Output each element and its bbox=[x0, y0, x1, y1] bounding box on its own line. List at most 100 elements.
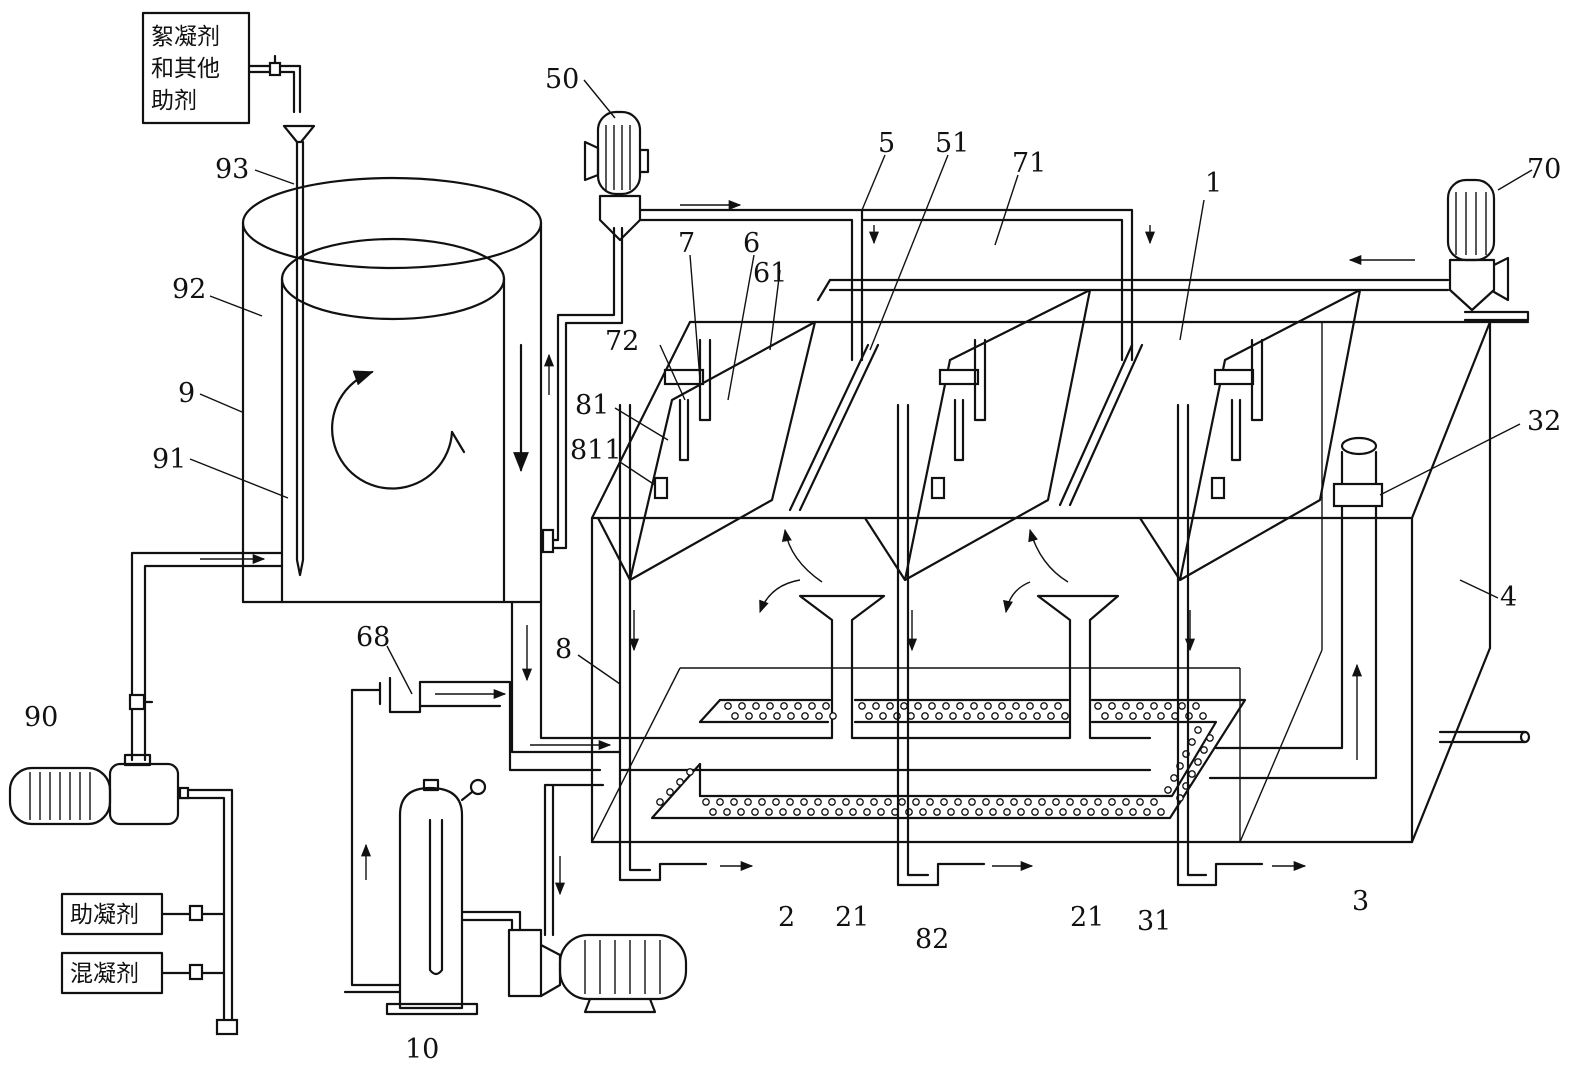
scum-unit-3 bbox=[1138, 288, 1362, 887]
media-dot bbox=[872, 702, 880, 710]
label-5: 5 bbox=[878, 128, 895, 159]
media-dot bbox=[956, 702, 964, 710]
media-dot bbox=[858, 702, 866, 710]
media-dot bbox=[773, 712, 781, 720]
media-dot bbox=[1143, 808, 1151, 816]
media-dot bbox=[676, 778, 684, 786]
media-dot bbox=[794, 702, 802, 710]
media-dot bbox=[1129, 808, 1137, 816]
media-dot bbox=[793, 808, 801, 816]
media-dot bbox=[1038, 798, 1046, 806]
media-dot bbox=[724, 702, 732, 710]
media-dot bbox=[1150, 798, 1158, 806]
media-dot bbox=[1188, 738, 1196, 746]
media-dot bbox=[1206, 734, 1214, 742]
media-dot bbox=[787, 712, 795, 720]
media-dot bbox=[963, 712, 971, 720]
media-dot bbox=[1026, 702, 1034, 710]
label-31: 31 bbox=[1137, 906, 1171, 937]
media-dot bbox=[829, 712, 837, 720]
media-dot bbox=[1045, 808, 1053, 816]
media-dot bbox=[856, 798, 864, 806]
media-dot bbox=[1108, 702, 1116, 710]
media-dot bbox=[765, 808, 773, 816]
media-dot bbox=[842, 798, 850, 806]
media-dot bbox=[886, 702, 894, 710]
media-dot bbox=[984, 702, 992, 710]
media-dot bbox=[1170, 774, 1178, 782]
dissolved-air-tank bbox=[343, 676, 602, 1016]
media-dot bbox=[1143, 712, 1151, 720]
media-dot bbox=[954, 798, 962, 806]
media-dot bbox=[1200, 746, 1208, 754]
coagulant-aid-box: 助凝剂 bbox=[60, 892, 226, 936]
scum-unit-2 bbox=[863, 288, 1092, 887]
label-82: 82 bbox=[915, 924, 949, 955]
media-dot bbox=[1157, 808, 1165, 816]
media-dot bbox=[814, 798, 822, 806]
media-dot bbox=[1033, 712, 1041, 720]
media-dot bbox=[849, 808, 857, 816]
media-dot bbox=[822, 702, 830, 710]
media-dot bbox=[758, 798, 766, 806]
label-4: 4 bbox=[1500, 582, 1517, 613]
label-71: 71 bbox=[1012, 148, 1046, 179]
media-dot bbox=[1047, 712, 1055, 720]
label-811: 811 bbox=[570, 435, 622, 466]
media-dot bbox=[949, 712, 957, 720]
media-dot bbox=[1005, 712, 1013, 720]
media-dot bbox=[745, 712, 753, 720]
media-dot bbox=[928, 702, 936, 710]
label-9: 9 bbox=[178, 378, 195, 409]
media-dot bbox=[1031, 808, 1039, 816]
media-dot bbox=[961, 808, 969, 816]
media-dot bbox=[1080, 798, 1088, 806]
media-dot bbox=[900, 702, 908, 710]
media-dot bbox=[977, 712, 985, 720]
media-dot bbox=[898, 798, 906, 806]
media-dot bbox=[666, 788, 674, 796]
media-dot bbox=[766, 702, 774, 710]
media-dot bbox=[912, 798, 920, 806]
media-dot bbox=[1157, 712, 1165, 720]
media-dot bbox=[801, 712, 809, 720]
label-61: 61 bbox=[753, 258, 787, 289]
media-dot bbox=[865, 712, 873, 720]
media-dot bbox=[884, 798, 892, 806]
label-92: 92 bbox=[172, 274, 206, 305]
distribution-pipe bbox=[618, 594, 1247, 820]
label-50: 50 bbox=[545, 64, 579, 95]
media-dot bbox=[738, 702, 746, 710]
label-91: 91 bbox=[152, 444, 186, 475]
media-dot bbox=[998, 702, 1006, 710]
media-dot bbox=[942, 702, 950, 710]
media-dot bbox=[786, 798, 794, 806]
media-dot bbox=[1115, 712, 1123, 720]
media-dot bbox=[982, 798, 990, 806]
media-dot bbox=[914, 702, 922, 710]
media-dot bbox=[1019, 712, 1027, 720]
media-dot bbox=[1188, 770, 1196, 778]
media-dot bbox=[1164, 702, 1172, 710]
media-dot bbox=[828, 798, 836, 806]
label-2: 2 bbox=[778, 902, 795, 933]
media-dot bbox=[821, 808, 829, 816]
media-dot bbox=[730, 798, 738, 806]
media-dot bbox=[1066, 798, 1074, 806]
media-dot bbox=[1129, 712, 1137, 720]
media-dot bbox=[807, 808, 815, 816]
label-8: 8 bbox=[555, 634, 572, 665]
media-dot bbox=[1108, 798, 1116, 806]
label-81: 81 bbox=[575, 390, 609, 421]
media-dot bbox=[751, 808, 759, 816]
media-dot bbox=[1192, 702, 1200, 710]
pump-70 bbox=[816, 178, 1530, 322]
media-dot bbox=[835, 808, 843, 816]
flocculant-label-2: 和其他 bbox=[151, 56, 220, 82]
media-dot bbox=[808, 702, 816, 710]
media-dot bbox=[975, 808, 983, 816]
media-dot bbox=[1164, 786, 1172, 794]
media-dot bbox=[989, 808, 997, 816]
flow-arrows bbox=[759, 528, 1069, 614]
outlet-riser bbox=[1208, 436, 1384, 780]
